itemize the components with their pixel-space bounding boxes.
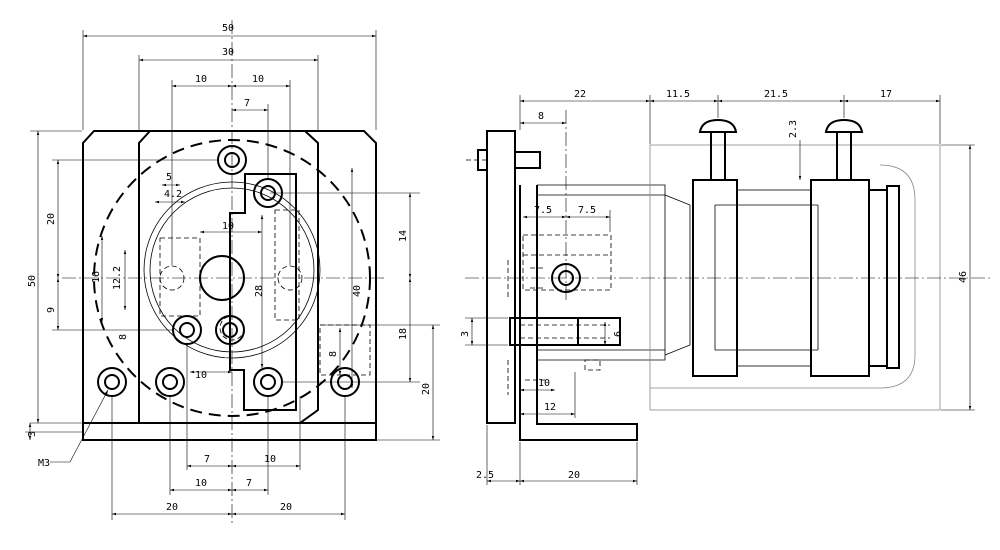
dim-side-2-5: 2.5 <box>476 470 494 481</box>
side-extension-lines <box>465 95 975 485</box>
dim-right-14: 14 <box>398 230 409 242</box>
l-bracket <box>519 185 638 441</box>
rear-cap-2 <box>886 185 900 369</box>
envelope-rect <box>649 144 941 411</box>
side-dimension-lines <box>470 99 972 483</box>
side-dimension-labels: 22 11.5 21.5 17 8 2.3 7.5 7.5 46 3 6 10 … <box>460 89 969 481</box>
dim-center-28: 28 <box>254 285 265 297</box>
bolt-hole-lower-mid <box>155 367 185 397</box>
motor-body-outline <box>537 184 666 361</box>
dim-top-10-left: 10 <box>195 74 207 85</box>
dim-right-8: 8 <box>328 351 339 357</box>
top-knob-1 <box>698 118 738 180</box>
mount-plate <box>229 173 297 411</box>
dim-center-10: 10 <box>222 221 234 232</box>
hidden-hole-right <box>277 265 303 291</box>
lower-screw <box>509 317 621 346</box>
dim-bottom-20-right: 20 <box>280 502 292 513</box>
bolt-hole-lower-center <box>253 367 283 397</box>
dimension-lines <box>28 34 435 516</box>
top-screw <box>477 149 541 171</box>
dim-left-20: 20 <box>46 213 57 225</box>
hidden-rect-side <box>522 234 612 291</box>
dim-side-10: 10 <box>538 378 550 389</box>
dim-bottom-20-left: 20 <box>166 502 178 513</box>
dim-side-22: 22 <box>574 89 586 100</box>
hidden-rect-right <box>274 209 300 321</box>
dim-left-16: 16 <box>91 271 102 283</box>
dim-4-2: 4.2 <box>164 189 182 200</box>
dim-bottom-7-a: 7 <box>204 454 210 465</box>
dim-side-17: 17 <box>880 89 892 100</box>
dim-left-3: 3 <box>27 431 38 437</box>
dim-10-low: 10 <box>195 370 207 381</box>
rounded-envelope <box>650 164 916 389</box>
dim-bottom-10-b: 10 <box>195 478 207 489</box>
callout-m3: M3 <box>38 458 50 469</box>
dim-left-50: 50 <box>27 275 38 287</box>
dim-side-3: 3 <box>460 331 471 337</box>
dim-left-9: 9 <box>46 307 57 313</box>
dim-5: 5 <box>166 172 172 183</box>
side-view: 22 11.5 21.5 17 8 2.3 7.5 7.5 46 3 6 10 … <box>460 89 990 485</box>
dim-left-8: 8 <box>118 334 129 340</box>
dim-top-7: 7 <box>244 98 250 109</box>
front-dimension-labels: 50 30 10 10 7 5 4.2 10 10 50 20 9 16 12.… <box>27 23 432 513</box>
extension-lines <box>25 30 440 520</box>
mount-plate-side <box>486 130 516 424</box>
dim-side-2-3: 2.3 <box>788 120 799 138</box>
top-knob-2 <box>824 118 864 180</box>
bolt-hole-center <box>215 315 245 345</box>
dim-side-7-5-b: 7.5 <box>578 205 596 216</box>
dim-side-21-5: 21.5 <box>764 89 788 100</box>
bolt-hole-left <box>172 315 202 345</box>
bolt-hole-lower-left <box>97 367 127 397</box>
dim-left-12-2: 12.2 <box>112 266 123 290</box>
dim-right-18: 18 <box>398 328 409 340</box>
front-cone <box>664 194 691 356</box>
dim-side-20: 20 <box>568 470 580 481</box>
dim-bottom-10-a: 10 <box>264 454 276 465</box>
dim-right-20: 20 <box>421 383 432 395</box>
dim-side-8: 8 <box>538 111 544 122</box>
dim-side-11-5: 11.5 <box>666 89 690 100</box>
dim-side-12: 12 <box>544 402 556 413</box>
dim-top-30: 30 <box>222 47 234 58</box>
hidden-rect-left <box>159 237 201 317</box>
front-view: 50 30 10 10 7 5 4.2 10 10 50 20 9 16 12.… <box>25 20 440 525</box>
dim-top-50: 50 <box>222 23 234 34</box>
inner-plate <box>138 130 319 424</box>
dim-top-10-right: 10 <box>252 74 264 85</box>
dim-bottom-7-b: 7 <box>246 478 252 489</box>
dim-side-46: 46 <box>958 271 969 283</box>
dim-side-7-5-a: 7.5 <box>534 205 552 216</box>
dim-side-6: 6 <box>613 331 624 337</box>
base-strip <box>82 423 377 441</box>
dim-right-40: 40 <box>352 285 363 297</box>
